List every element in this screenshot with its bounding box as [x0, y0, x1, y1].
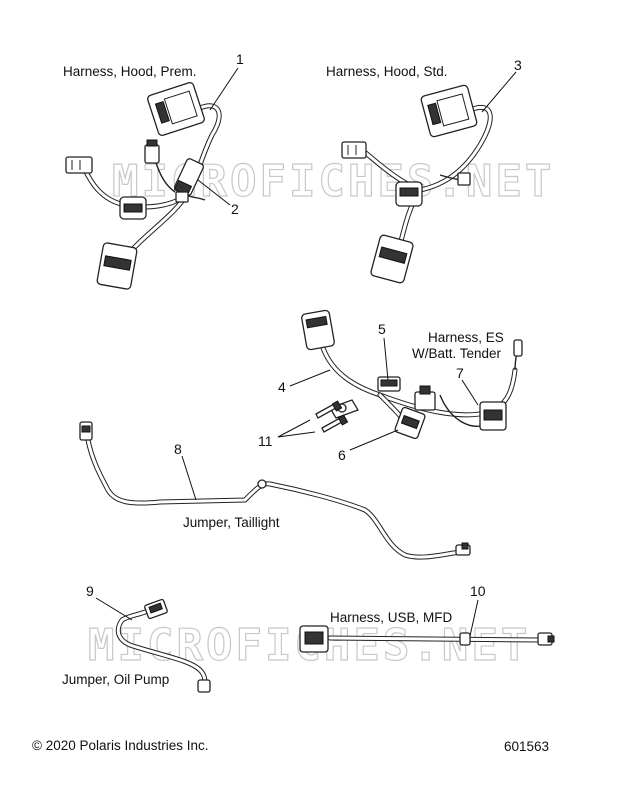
callout-10: 10 [470, 583, 486, 599]
callout-9: 9 [86, 583, 94, 599]
label-jumper-taillight: Jumper, Taillight [183, 515, 280, 530]
label-harness-hood-prem: Harness, Hood, Prem. [63, 64, 197, 79]
harness-hood-prem [65, 82, 222, 290]
callout-4: 4 [278, 379, 286, 395]
callout-6: 6 [338, 447, 346, 463]
label-harness-hood-std: Harness, Hood, Std. [326, 64, 448, 79]
jumper-oil-pump [115, 598, 211, 693]
callout-1: 1 [236, 51, 244, 67]
figure-number: 601563 [504, 739, 549, 754]
label-harness-es-line2: W/Batt. Tender [412, 346, 502, 361]
label-jumper-oil-pump: Jumper, Oil Pump [62, 672, 169, 687]
callout-5: 5 [378, 321, 386, 337]
jumper-taillight [79, 421, 471, 560]
harness-usb-mfd [299, 625, 555, 653]
label-harness-es-line1: Harness, ES [428, 330, 504, 345]
callout-7: 7 [456, 365, 464, 381]
label-harness-usb-mfd: Harness, USB, MFD [330, 610, 453, 625]
callout-3: 3 [514, 57, 522, 73]
copyright-text: © 2020 Polaris Industries Inc. [32, 738, 209, 753]
harness-hood-std [341, 84, 493, 284]
harness-es-batt-tender [301, 309, 523, 440]
callout-11: 11 [258, 433, 273, 449]
callout-2: 2 [231, 201, 239, 217]
callout-8: 8 [174, 441, 182, 457]
